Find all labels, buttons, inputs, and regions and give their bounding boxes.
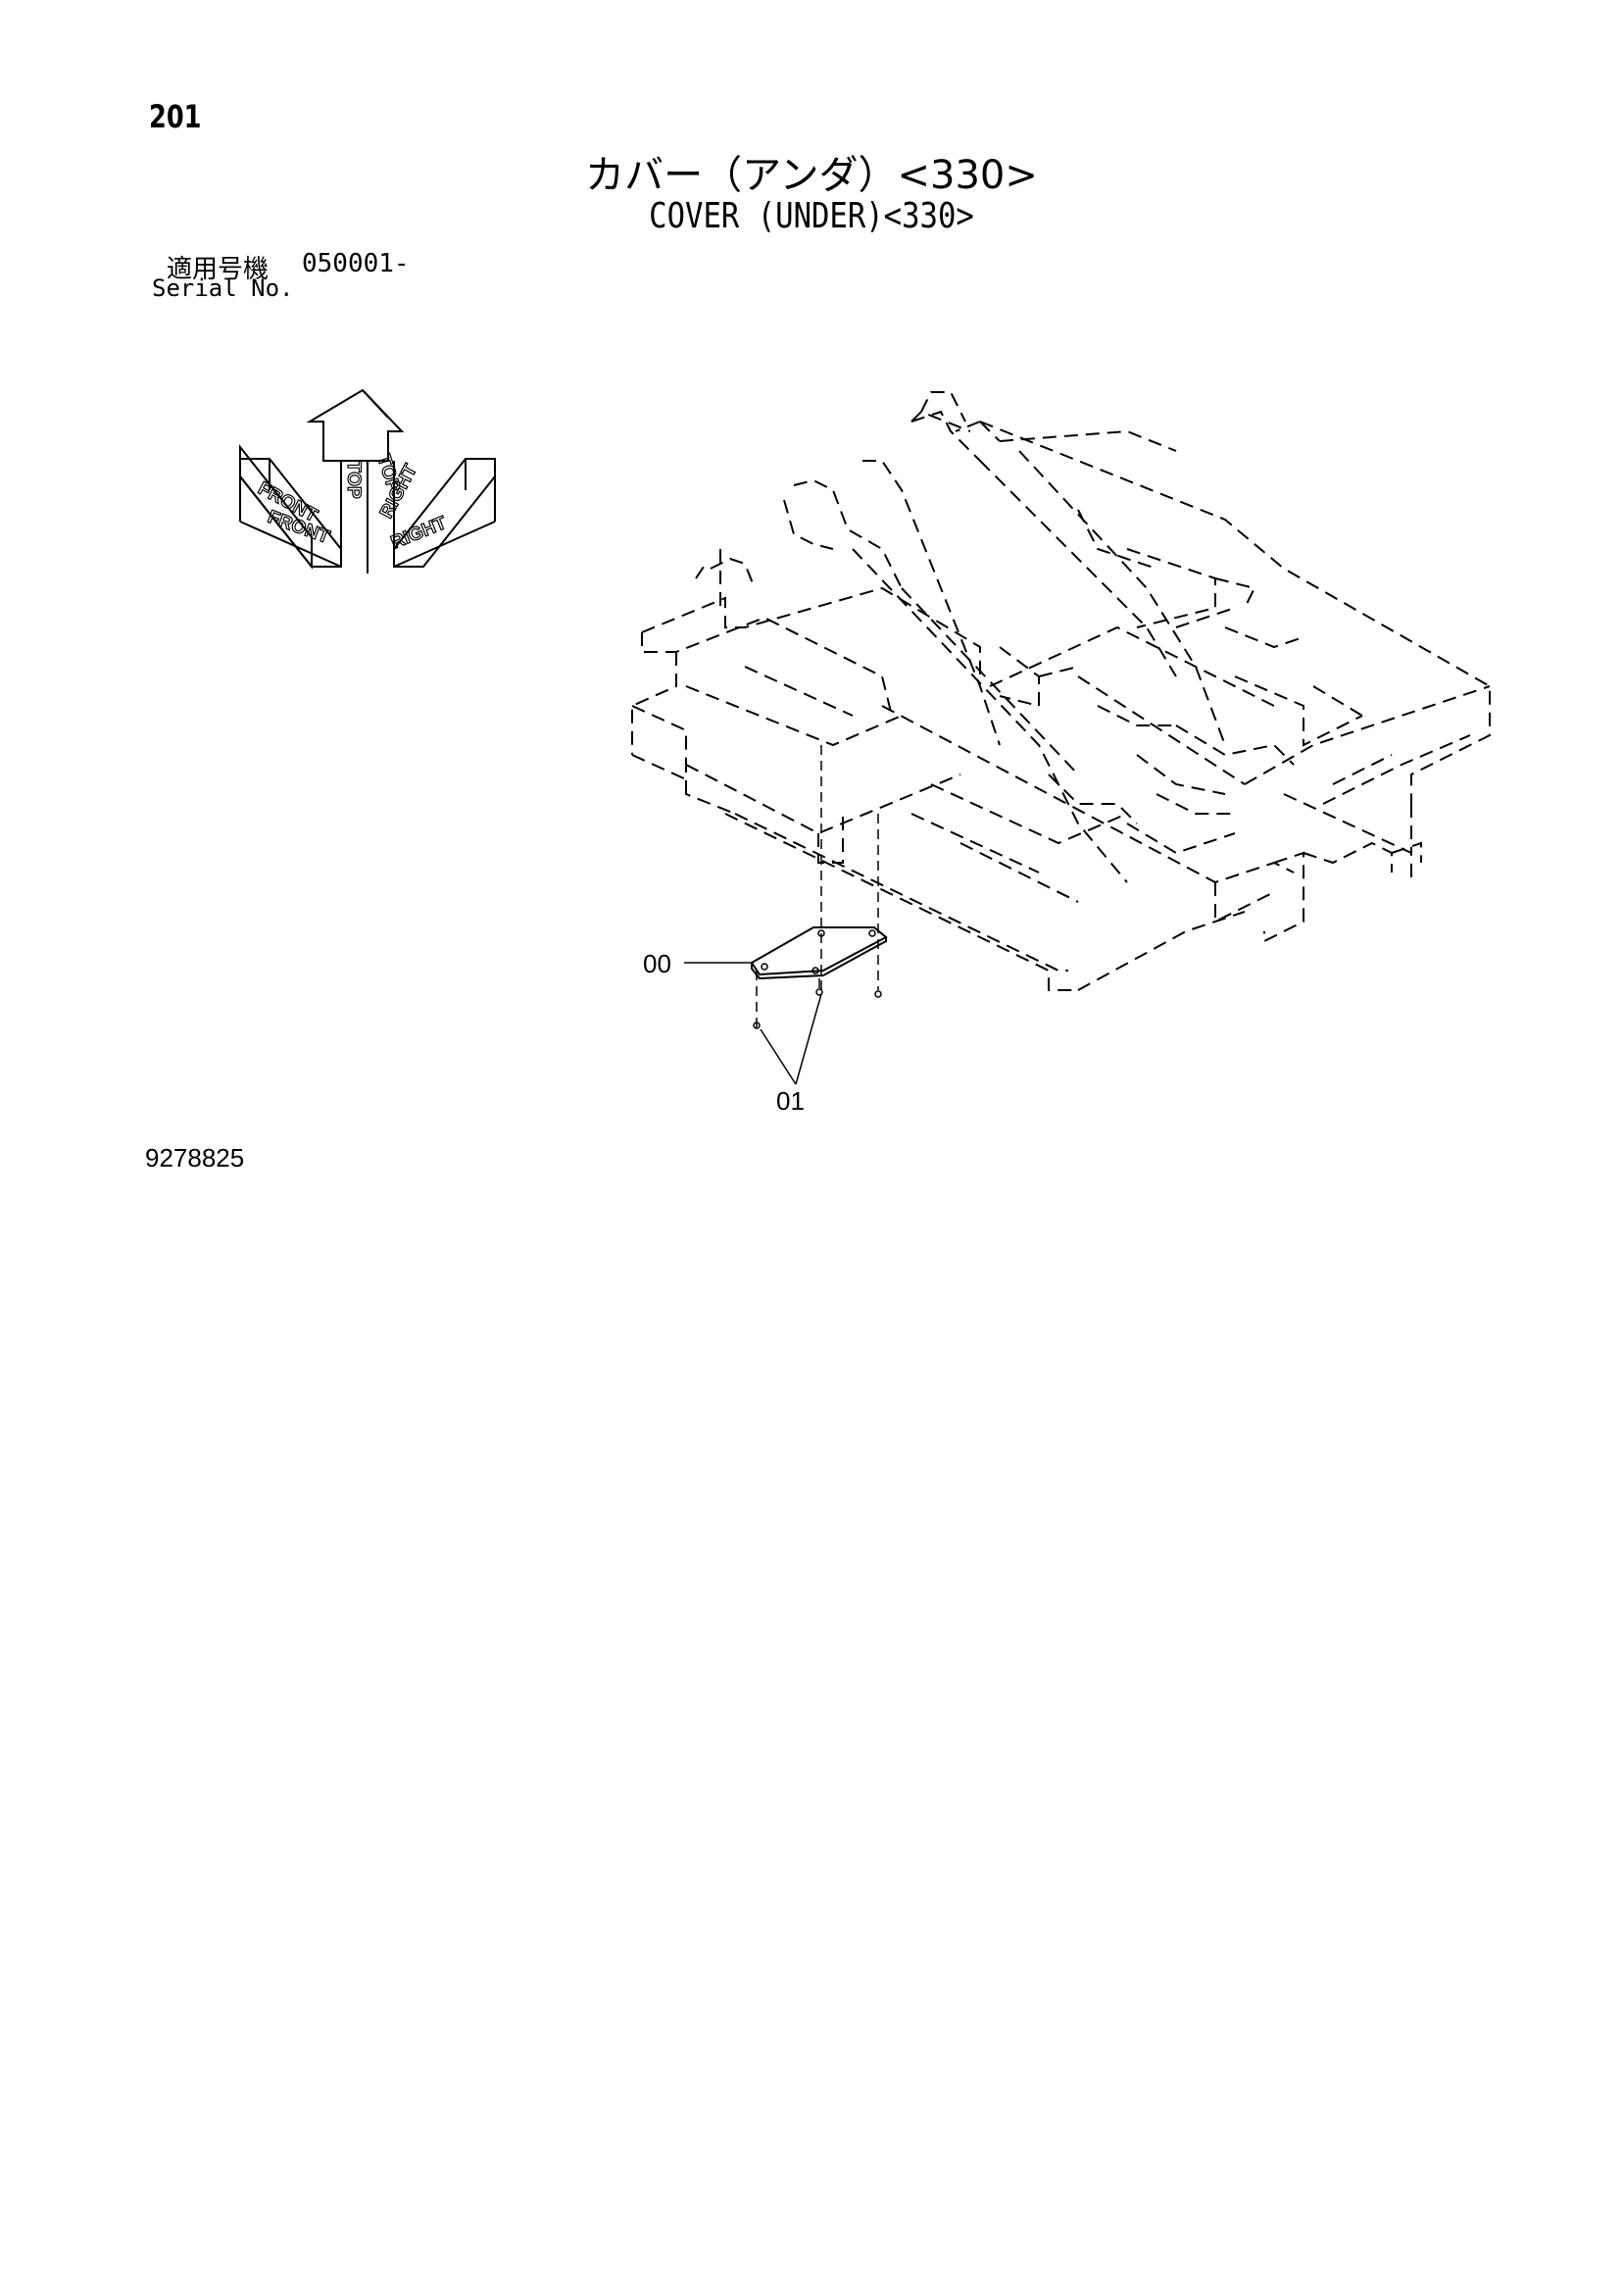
callout-00-label: 00	[643, 949, 671, 978]
drawing-number: 9278825	[145, 1143, 245, 1173]
title-japanese: カバー（アンダ）<330>	[585, 153, 1038, 198]
installation-guide-lines	[753, 745, 882, 1029]
upper-frame-drawing	[631, 391, 1491, 991]
compass-top-label: TOP	[343, 461, 364, 499]
callout-01-label: 01	[776, 1086, 805, 1116]
under-cover-part	[750, 926, 888, 980]
page-number: 201	[149, 98, 202, 135]
orientation-compass-icon: TOP TOP FRONT FRONT RIGHT RIGHT	[239, 388, 496, 574]
callout-leaders	[684, 962, 822, 1085]
serial-label-japanese: 適用号機	[167, 255, 270, 284]
title-english: COVER (UNDER)<330>	[649, 196, 974, 236]
serial-value: 050001-	[302, 249, 410, 278]
serial-label-english: Serial No.	[152, 275, 294, 302]
